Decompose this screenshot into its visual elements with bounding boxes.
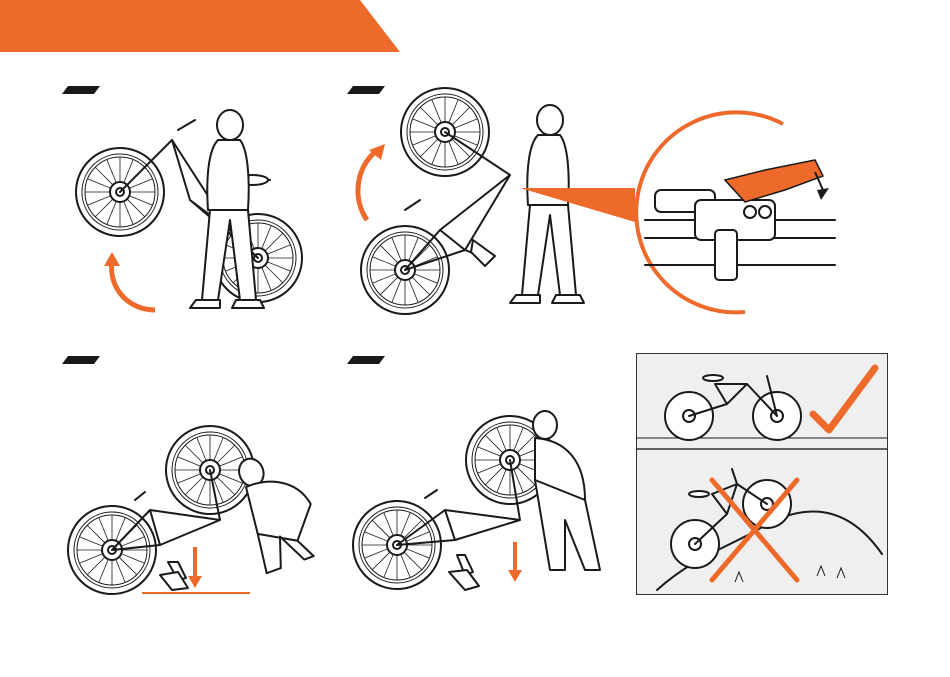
checkmark-icon bbox=[813, 368, 875, 430]
comparison-illustration bbox=[637, 354, 887, 594]
incorrect-example bbox=[657, 469, 882, 590]
step-2-panel bbox=[345, 80, 935, 330]
correct-example bbox=[637, 368, 887, 449]
step-marker-3 bbox=[62, 356, 100, 364]
down-arrow bbox=[188, 576, 202, 588]
step-marker-2 bbox=[347, 86, 385, 94]
raise-arrow bbox=[358, 152, 375, 220]
step-3-panel bbox=[60, 350, 330, 610]
down-arrow-2 bbox=[508, 570, 522, 582]
lift-arrow bbox=[112, 260, 155, 310]
step-2-illustration bbox=[345, 80, 935, 330]
step-marker-4 bbox=[347, 356, 385, 364]
step-3-illustration bbox=[60, 350, 330, 610]
step-1-illustration bbox=[60, 80, 320, 330]
step-4-panel bbox=[345, 350, 615, 610]
comparison-panel bbox=[636, 353, 888, 595]
step-4-illustration bbox=[345, 350, 615, 610]
header-banner bbox=[0, 0, 950, 56]
step-1-panel bbox=[60, 80, 320, 330]
step-marker-1 bbox=[62, 86, 100, 94]
